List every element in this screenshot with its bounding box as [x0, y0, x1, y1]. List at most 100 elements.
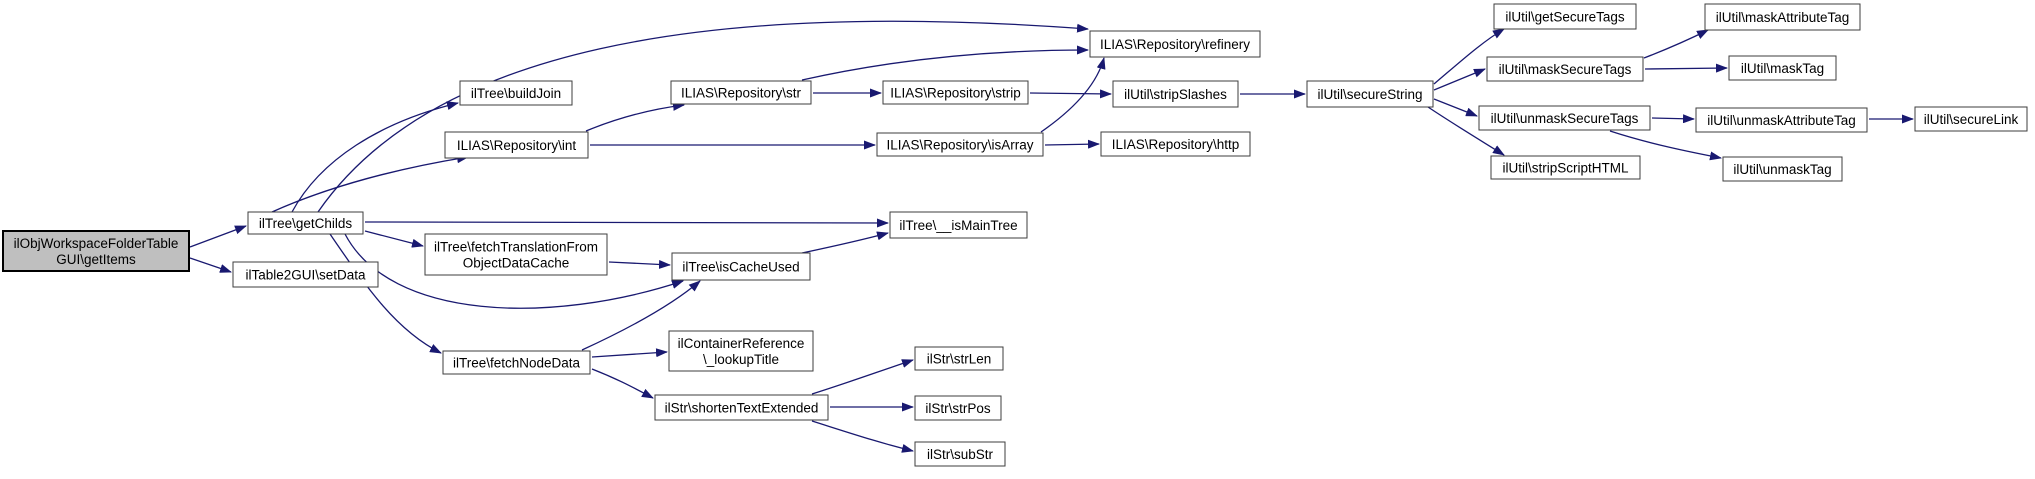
node-box-maskTag[interactable]: [1728, 55, 1837, 81]
node-subStr[interactable]: ilStr\subStr: [914, 441, 1006, 467]
node-shortenText[interactable]: ilStr\shortenTextExtended: [654, 394, 829, 421]
node-label-subStr: ilStr\subStr: [927, 447, 994, 462]
node-box-unmaskAttributeTag[interactable]: [1695, 107, 1868, 133]
node-maskSecureTags[interactable]: ilUtil\maskSecureTags: [1486, 56, 1644, 82]
node-box-isMainTree[interactable]: [889, 211, 1028, 239]
node-label-int: ILIAS\Repository\int: [457, 138, 577, 153]
edge-unmaskSecureTags-unmaskTag: [1609, 130, 1722, 161]
node-label-secureString: ilUtil\secureString: [1317, 87, 1422, 102]
node-label-unmaskAttributeTag: ilUtil\unmaskAttributeTag: [1707, 113, 1856, 128]
node-setData[interactable]: ilTable2GUI\setData: [232, 261, 379, 288]
node-strLen[interactable]: ilStr\strLen: [914, 346, 1004, 371]
edge-isArray-refinery: [1040, 57, 1106, 133]
node-label-buildJoin: ilTree\buildJoin: [471, 86, 561, 101]
edge-fetchNodeData-isCacheUsed: [581, 280, 701, 351]
edge-getItems-setData: [189, 257, 232, 273]
node-isArray[interactable]: ILIAS\Repository\isArray: [876, 132, 1044, 157]
edge-str-refinery: [801, 45, 1089, 81]
node-label-unmaskTag: ilUtil\unmaskTag: [1733, 162, 1831, 177]
edge-getChilds-fetchTranslation: [364, 230, 424, 248]
edge-secureString-getSecureTags: [1433, 28, 1505, 85]
node-box-fetchTranslation[interactable]: [424, 233, 608, 276]
node-strPos[interactable]: ilStr\strPos: [914, 395, 1002, 421]
node-isCacheUsed[interactable]: ilTree\isCacheUsed: [671, 252, 811, 281]
edge-secureString-unmaskSecureTags: [1433, 98, 1478, 117]
node-box-isArray[interactable]: [876, 132, 1044, 157]
node-label-maskAttributeTag: ilUtil\maskAttributeTag: [1716, 10, 1850, 25]
edge-secureString-maskSecureTags: [1433, 68, 1486, 91]
node-label-str: ILIAS\Repository\str: [681, 86, 802, 101]
node-lookupTitle[interactable]: ilContainerReference\_lookupTitle: [668, 330, 814, 372]
node-label-stripScriptHTML: ilUtil\stripScriptHTML: [1502, 161, 1629, 176]
node-box-refinery[interactable]: [1089, 30, 1261, 58]
edge-strip-stripSlashes: [1029, 89, 1112, 99]
node-buildJoin[interactable]: ilTree\buildJoin: [459, 80, 573, 106]
node-unmaskTag[interactable]: ilUtil\unmaskTag: [1722, 156, 1843, 182]
node-box-unmaskTag[interactable]: [1722, 156, 1843, 182]
edges-layer: [189, 20, 1914, 453]
node-maskTag[interactable]: ilUtil\maskTag: [1728, 55, 1837, 81]
node-box-getChilds[interactable]: [247, 211, 364, 235]
node-secureString[interactable]: ilUtil\secureString: [1306, 80, 1434, 108]
node-fetchNodeData[interactable]: ilTree\fetchNodeData: [442, 350, 591, 375]
node-unmaskAttributeTag[interactable]: ilUtil\unmaskAttributeTag: [1695, 107, 1868, 133]
node-label-getSecureTags: ilUtil\getSecureTags: [1505, 10, 1625, 25]
node-label-secureLink: ilUtil\secureLink: [1924, 112, 2019, 127]
edge-getItems-getChilds: [189, 225, 247, 248]
node-label-strPos: ilStr\strPos: [925, 401, 991, 416]
node-getChilds[interactable]: ilTree\getChilds: [247, 211, 364, 235]
node-box-strPos[interactable]: [914, 395, 1002, 421]
node-box-setData[interactable]: [232, 261, 379, 288]
node-maskAttributeTag[interactable]: ilUtil\maskAttributeTag: [1704, 3, 1861, 31]
edge-getChilds-refinery: [317, 20, 1089, 213]
node-box-strLen[interactable]: [914, 346, 1004, 371]
node-label-http: ILIAS\Repository\http: [1112, 137, 1240, 152]
edge-int-str: [585, 101, 685, 132]
node-http[interactable]: ILIAS\Repository\http: [1100, 131, 1251, 157]
node-box-maskAttributeTag[interactable]: [1704, 3, 1861, 31]
edge-maskSecureTags-maskAttributeTag: [1643, 29, 1709, 59]
node-label-isCacheUsed: ilTree\isCacheUsed: [682, 260, 799, 275]
node-label-maskTag: ilUtil\maskTag: [1741, 61, 1824, 76]
node-box-stripScriptHTML[interactable]: [1490, 155, 1641, 180]
edge-fetchNodeData-shortenText: [591, 368, 654, 399]
node-int[interactable]: ILIAS\Repository\int: [444, 131, 589, 159]
node-label-isArray: ILIAS\Repository\isArray: [886, 138, 1033, 153]
node-label-stripSlashes: ilUtil\stripSlashes: [1124, 87, 1227, 102]
node-box-maskSecureTags[interactable]: [1486, 56, 1644, 82]
node-box-int[interactable]: [444, 131, 589, 159]
node-box-lookupTitle[interactable]: [668, 330, 814, 372]
edge-shortenText-strLen: [811, 359, 914, 395]
node-box-stripSlashes[interactable]: [1112, 80, 1239, 108]
node-box-isCacheUsed[interactable]: [671, 252, 811, 281]
node-isMainTree[interactable]: ilTree\__isMainTree: [889, 211, 1028, 239]
node-box-unmaskSecureTags[interactable]: [1478, 105, 1651, 131]
node-strip[interactable]: ILIAS\Repository\strip: [882, 80, 1029, 105]
node-stripSlashes[interactable]: ilUtil\stripSlashes: [1112, 80, 1239, 108]
node-box-secureString[interactable]: [1306, 80, 1434, 108]
edge-getChilds-isMainTree: [364, 218, 889, 228]
node-refinery[interactable]: ILIAS\Repository\refinery: [1089, 30, 1261, 58]
node-box-shortenText[interactable]: [654, 394, 829, 421]
node-box-getItems[interactable]: [2, 230, 190, 272]
node-label-shortenText: ilStr\shortenTextExtended: [665, 401, 819, 416]
node-unmaskSecureTags[interactable]: ilUtil\unmaskSecureTags: [1478, 105, 1651, 131]
node-box-http[interactable]: [1100, 131, 1251, 157]
edge-isCacheUsed-isMainTree: [801, 231, 889, 254]
node-box-fetchNodeData[interactable]: [442, 350, 591, 375]
node-box-subStr[interactable]: [914, 441, 1006, 467]
node-str[interactable]: ILIAS\Repository\str: [670, 80, 812, 105]
node-getSecureTags[interactable]: ilUtil\getSecureTags: [1493, 3, 1637, 30]
node-box-str[interactable]: [670, 80, 812, 105]
node-stripScriptHTML[interactable]: ilUtil\stripScriptHTML: [1490, 155, 1641, 180]
node-box-getSecureTags[interactable]: [1493, 3, 1637, 30]
node-secureLink[interactable]: ilUtil\secureLink: [1914, 106, 2028, 132]
node-box-strip[interactable]: [882, 80, 1029, 105]
node-box-buildJoin[interactable]: [459, 80, 573, 106]
node-box-secureLink[interactable]: [1914, 106, 2028, 132]
